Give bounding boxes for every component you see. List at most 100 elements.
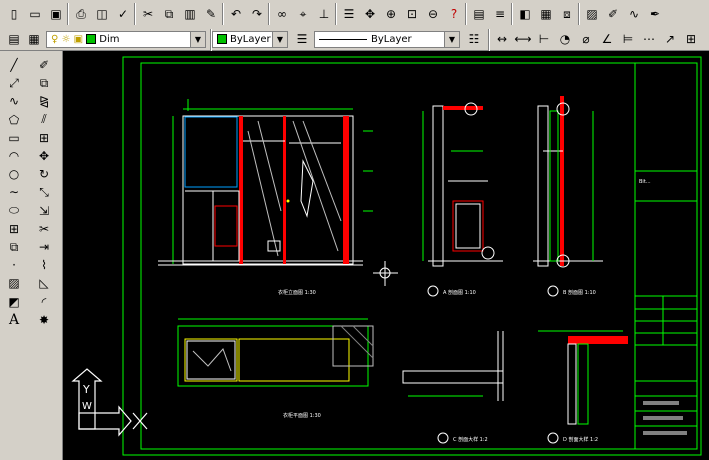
layers-icon[interactable]: ≡ — [494, 7, 506, 21]
linetype-combo[interactable]: ByLayer ▼ — [314, 31, 460, 48]
array-icon[interactable]: ⊞ — [38, 130, 50, 145]
undo-icon[interactable]: ↶ — [230, 7, 242, 21]
plan-drawing: 衣柜平面图 1:30 — [177, 318, 374, 419]
offset-icon[interactable]: ⫽ — [41, 112, 47, 127]
elevation-drawing: 衣柜立面图 1:30 — [158, 99, 398, 296]
paste-icon[interactable]: ▥ — [184, 7, 196, 21]
snap-icon[interactable]: ⌖ — [299, 6, 307, 21]
tolerance-icon[interactable]: ⊞ — [685, 32, 697, 46]
polyline-icon[interactable]: ∿ — [8, 94, 20, 109]
polygon-icon[interactable]: ⬠ — [8, 112, 20, 127]
ucs-y-label: Y — [82, 383, 90, 396]
zoom-window-icon[interactable]: ⊡ — [406, 7, 418, 21]
block-icon[interactable]: ▦ — [540, 7, 552, 21]
new-icon[interactable]: ▯ — [10, 7, 18, 21]
copy-icon[interactable]: ⧉ — [164, 6, 174, 21]
dim-continue-icon[interactable]: ⋯ — [643, 32, 655, 46]
chevron-down-icon[interactable]: ▼ — [444, 32, 459, 47]
stretch-icon[interactable]: ⇲ — [38, 203, 50, 218]
detail-d-label: D 剖面大样 1:2 — [563, 436, 598, 443]
separator — [67, 3, 69, 25]
trim-icon[interactable]: ✂ — [38, 221, 50, 236]
detail-d-drawing: D 剖面大样 1:2 — [538, 330, 628, 444]
section-a-label: A 剖面图 1:10 — [443, 289, 476, 296]
edit-icon[interactable]: ✐ — [607, 7, 619, 21]
zoom-previous-icon[interactable]: ⊖ — [427, 7, 439, 21]
extend-icon[interactable]: ⇥ — [38, 240, 50, 254]
dim-linear-icon[interactable]: ↔ — [496, 32, 508, 46]
separator — [465, 3, 467, 25]
draw-modify-toolbars: ╱ ⤢ ∿ ⬠ ▭ ◠ ○ ∼ ⬭ ⊞ ⧉ · ▨ ◩ A ✐ ⧉ ⧎ ⫽ ⊞ ✥ ↻ ⤡ ⇲ ✂ ⇥ ⌇ ◺ ◜ ✸ — [0, 51, 63, 460]
chevron-down-icon[interactable]: ▼ — [190, 32, 205, 47]
zoom-realtime-icon[interactable]: ⊕ — [385, 7, 397, 21]
leader-icon[interactable]: ↗ — [664, 32, 676, 46]
explode-icon[interactable]: ✸ — [38, 312, 50, 327]
xref-icon[interactable]: ⧈ — [563, 6, 571, 21]
erase-icon[interactable]: ✐ — [38, 58, 50, 72]
spline-icon[interactable]: ∼ — [8, 185, 20, 200]
redo-icon[interactable]: ↷ — [251, 7, 263, 21]
color-icon[interactable]: ◧ — [519, 7, 531, 21]
title-block: Bit... — [634, 63, 697, 449]
lineweight-icon[interactable]: ☰ — [296, 32, 308, 46]
dim-aligned-icon[interactable]: ⟷ — [514, 32, 532, 46]
save-icon[interactable]: ▣ — [50, 7, 62, 21]
pan-icon[interactable]: ✥ — [364, 7, 376, 21]
color-swatch — [217, 34, 227, 44]
construction-line-icon[interactable]: ⤢ — [9, 75, 19, 90]
match-icon[interactable]: ✎ — [205, 7, 217, 21]
properties-icon[interactable]: ☰ — [343, 7, 355, 21]
cut-icon[interactable]: ✂ — [142, 7, 154, 21]
pen-icon[interactable]: ✒ — [649, 7, 661, 21]
make-layer-current-icon[interactable]: ▦ — [28, 32, 40, 46]
multiline-text-icon[interactable]: A — [8, 311, 20, 328]
rotate-icon[interactable]: ↻ — [38, 167, 50, 182]
break-icon[interactable]: ⌇ — [41, 258, 47, 273]
layers-manager-icon[interactable]: ▤ — [8, 32, 20, 46]
fillet-icon[interactable]: ◜ — [41, 294, 47, 309]
section-b-label: B 剖面图 1:10 — [563, 289, 596, 296]
hatch-icon[interactable]: ▨ — [8, 276, 20, 291]
ellipse-icon[interactable]: ⬭ — [8, 203, 20, 218]
standard-toolbar: ▯ ▭ ▣ ⎙ ◫ ✓ ✂ ⧉ ▥ ✎ ↶ ↷ ∞ ⌖ ⊥ ☰ ✥ ⊕ ⊡ ⊖? ▤ ≡ ◧ ▦ ⧈ ▨ ✐ ∿ ✒ — [0, 0, 709, 29]
drawing-canvas[interactable]: Bit... 衣柜立面图 1:30 — [63, 51, 709, 460]
color-value: ByLayer — [230, 34, 271, 45]
preview-icon[interactable]: ◫ — [96, 7, 108, 21]
scale-icon[interactable]: ⤡ — [39, 184, 49, 199]
plot-style-icon[interactable]: ☷ — [468, 32, 480, 46]
point-icon[interactable]: · — [12, 258, 16, 273]
layer-toolbar: ▤ ▦ ♀ ☼ ▣ Dim ▼ ByLayer ▼ ☰ ByLayer ▼ ☷ … — [0, 28, 709, 51]
move-icon[interactable]: ✥ — [38, 149, 50, 163]
mirror-icon[interactable]: ⧎ — [38, 94, 50, 109]
section-b-drawing: B 剖面图 1:10 — [533, 96, 603, 297]
hatch-icon[interactable]: ▨ — [586, 7, 598, 21]
dim-radius-icon[interactable]: ◔ — [559, 32, 571, 46]
color-combo[interactable]: ByLayer ▼ — [212, 31, 288, 48]
region-icon[interactable]: ◩ — [8, 294, 20, 309]
elevation-label: 衣柜立面图 1:30 — [278, 289, 316, 296]
sheet-icon[interactable]: ▤ — [473, 7, 485, 21]
insert-block-icon[interactable]: ⊞ — [8, 221, 20, 236]
chamfer-icon[interactable]: ◺ — [39, 276, 49, 291]
ucs-icon[interactable]: ⊥ — [318, 7, 330, 21]
rectangle-icon[interactable]: ▭ — [8, 130, 20, 145]
circle-icon[interactable]: ○ — [8, 167, 20, 182]
plan-label: 衣柜平面图 1:30 — [283, 412, 321, 419]
dim-baseline-icon[interactable]: ⊨ — [622, 32, 634, 46]
dim-ordinate-icon[interactable]: ⊢ — [538, 32, 550, 46]
open-icon[interactable]: ▭ — [29, 7, 41, 21]
help-icon[interactable]: ? — [450, 7, 458, 21]
line-icon[interactable]: ╱ — [10, 58, 18, 72]
link-icon[interactable]: ∞ — [277, 7, 287, 21]
dim-angular-icon[interactable]: ∠ — [601, 32, 613, 46]
dim-diameter-icon[interactable]: ⌀ — [582, 32, 590, 46]
layer-combo[interactable]: ♀ ☼ ▣ Dim ▼ — [46, 31, 206, 48]
arc-icon[interactable]: ◠ — [8, 149, 20, 163]
section-a-drawing: A 剖面图 1:10 — [422, 102, 503, 297]
make-block-icon[interactable]: ⧉ — [9, 239, 19, 254]
print-icon[interactable]: ⎙ — [76, 6, 86, 21]
copy-object-icon[interactable]: ⧉ — [39, 75, 49, 90]
chevron-down-icon[interactable]: ▼ — [272, 32, 287, 47]
spell-icon[interactable]: ✓ — [117, 7, 129, 21]
polyline-icon[interactable]: ∿ — [628, 7, 640, 21]
